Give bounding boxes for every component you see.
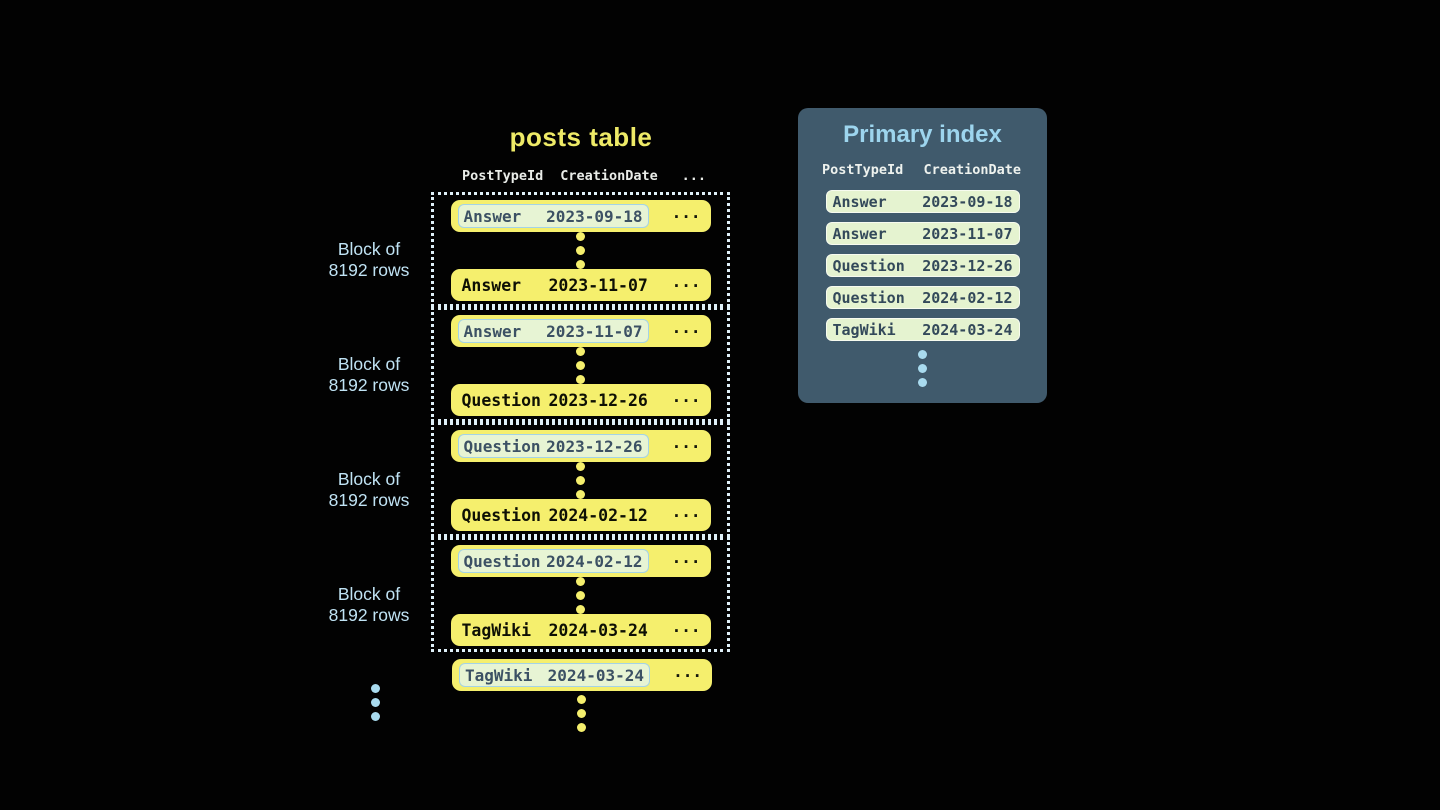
- block-label-line1: Block of: [337, 353, 401, 374]
- primary-index-panel: Primary index PostTypeId CreationDate An…: [798, 108, 1047, 403]
- block-label-line2: 8192 rows: [328, 489, 410, 510]
- cell-creationdate: 2024-03-24: [922, 320, 1013, 339]
- column-header-more: ...: [681, 168, 706, 184]
- rows-omitted-dots-icon: [576, 577, 585, 614]
- block-label-line2: 8192 rows: [328, 374, 410, 395]
- index-entry-highlight: Question 2024-02-12: [457, 549, 649, 573]
- cell-creationdate: 2024-02-12: [548, 505, 648, 525]
- index-continues-dots-icon: [798, 350, 1047, 387]
- cell-creationdate: 2023-11-07: [546, 321, 643, 341]
- table-row-trailing: TagWiki 2024-03-24 ...: [452, 659, 712, 691]
- cell-posttypeid: Question: [463, 551, 541, 571]
- row-ellipsis: ...: [671, 271, 701, 291]
- cell-creationdate: 2023-11-07: [548, 275, 648, 295]
- granule-block-3: Block of 8192 rows Question 2023-12-26 .…: [329, 422, 730, 537]
- posts-table-column-headers: PostTypeId CreationDate ...: [452, 166, 712, 186]
- row-ellipsis: ...: [671, 202, 701, 222]
- table-row-first: Question 2024-02-12 ...: [450, 545, 711, 577]
- table-row-first: Answer 2023-09-18 ...: [450, 200, 711, 232]
- index-entry-highlight: TagWiki 2024-03-24: [459, 663, 650, 687]
- column-header-creationdate: CreationDate: [923, 162, 1021, 178]
- block-label-line1: Block of: [337, 583, 401, 604]
- cell-posttypeid: Question: [461, 505, 541, 525]
- index-row: Question 2023-12-26: [825, 254, 1020, 277]
- primary-index-title: Primary index: [843, 121, 1002, 148]
- row-ellipsis: ...: [671, 386, 701, 406]
- row-ellipsis: ...: [671, 547, 701, 567]
- table-row-last: Question 2023-12-26 ...: [450, 384, 711, 416]
- index-row: Answer 2023-11-07: [825, 222, 1020, 245]
- block-label: Block of 8192 rows: [314, 469, 424, 511]
- block-label-line2: 8192 rows: [328, 259, 410, 280]
- primary-index-rows: Answer 2023-09-18 Answer 2023-11-07 Ques…: [798, 190, 1047, 341]
- row-ellipsis: ...: [673, 661, 702, 681]
- row-ellipsis: ...: [671, 317, 701, 337]
- cell-creationdate: 2024-02-12: [922, 288, 1013, 307]
- table-row-last: Question 2024-02-12 ...: [450, 499, 711, 531]
- cell-posttypeid: TagWiki: [461, 620, 532, 640]
- cell-creationdate: 2023-12-26: [922, 256, 1013, 275]
- row-ellipsis: ...: [671, 432, 701, 452]
- cell-creationdate: 2023-11-07: [922, 224, 1013, 243]
- block-label: Block of 8192 rows: [314, 584, 424, 626]
- column-header-creationdate: CreationDate: [560, 168, 658, 184]
- index-entry-highlight: Question 2023-12-26: [457, 434, 649, 458]
- granule-block-2: Block of 8192 rows Answer 2023-11-07 ...…: [329, 307, 730, 422]
- block-label-line2: 8192 rows: [328, 604, 410, 625]
- cell-posttypeid: Answer: [832, 192, 887, 211]
- index-row: Question 2024-02-12: [825, 286, 1020, 309]
- cell-posttypeid: TagWiki: [832, 320, 896, 339]
- cell-creationdate: 2023-09-18: [922, 192, 1013, 211]
- posts-table-title: posts table: [509, 122, 653, 152]
- rows-omitted-dots-icon: [576, 232, 585, 269]
- rows-omitted-dots-icon: [576, 462, 585, 499]
- cell-posttypeid: Answer: [461, 275, 522, 295]
- cell-posttypeid: Question: [461, 390, 541, 410]
- block-label: Block of 8192 rows: [314, 354, 424, 396]
- column-header-posttypeid: PostTypeId: [462, 168, 544, 184]
- cell-creationdate: 2023-12-26: [546, 436, 643, 456]
- cell-creationdate: 2024-03-24: [548, 620, 648, 640]
- cell-creationdate: 2024-02-12: [546, 551, 643, 571]
- row-ellipsis: ...: [671, 501, 701, 521]
- granule-block-1: Block of 8192 rows Answer 2023-09-18 ...…: [329, 192, 730, 307]
- index-row: TagWiki 2024-03-24: [825, 318, 1020, 341]
- cell-posttypeid: Answer: [463, 321, 522, 341]
- column-header-posttypeid: PostTypeId: [822, 162, 904, 178]
- block-label-line1: Block of: [337, 468, 401, 489]
- cell-creationdate: 2023-09-18: [546, 206, 643, 226]
- table-continues-dots-icon: [577, 695, 586, 732]
- cell-creationdate: 2023-12-26: [548, 390, 648, 410]
- table-row-first: Question 2023-12-26 ...: [450, 430, 711, 462]
- primary-index-column-headers: PostTypeId CreationDate: [798, 162, 1047, 178]
- blocks-continue-dots-icon: [371, 684, 380, 721]
- cell-posttypeid: Question: [463, 436, 541, 456]
- rows-omitted-dots-icon: [576, 347, 585, 384]
- table-row-last: Answer 2023-11-07 ...: [450, 269, 711, 301]
- index-entry-highlight: Answer 2023-09-18: [457, 204, 649, 228]
- granule-block-4: Block of 8192 rows Question 2024-02-12 .…: [329, 537, 730, 652]
- index-entry-highlight: Answer 2023-11-07: [457, 319, 649, 343]
- table-row-last: TagWiki 2024-03-24 ...: [450, 614, 711, 646]
- cell-creationdate: 2024-03-24: [547, 665, 644, 685]
- cell-posttypeid: Question: [832, 288, 905, 307]
- block-label-line1: Block of: [337, 238, 401, 259]
- cell-posttypeid: Answer: [463, 206, 522, 226]
- cell-posttypeid: Question: [832, 256, 905, 275]
- block-label: Block of 8192 rows: [314, 239, 424, 281]
- cell-posttypeid: Answer: [832, 224, 887, 243]
- index-row: Answer 2023-09-18: [825, 190, 1020, 213]
- row-ellipsis: ...: [671, 616, 701, 636]
- cell-posttypeid: TagWiki: [465, 665, 533, 685]
- table-row-first: Answer 2023-11-07 ...: [450, 315, 711, 347]
